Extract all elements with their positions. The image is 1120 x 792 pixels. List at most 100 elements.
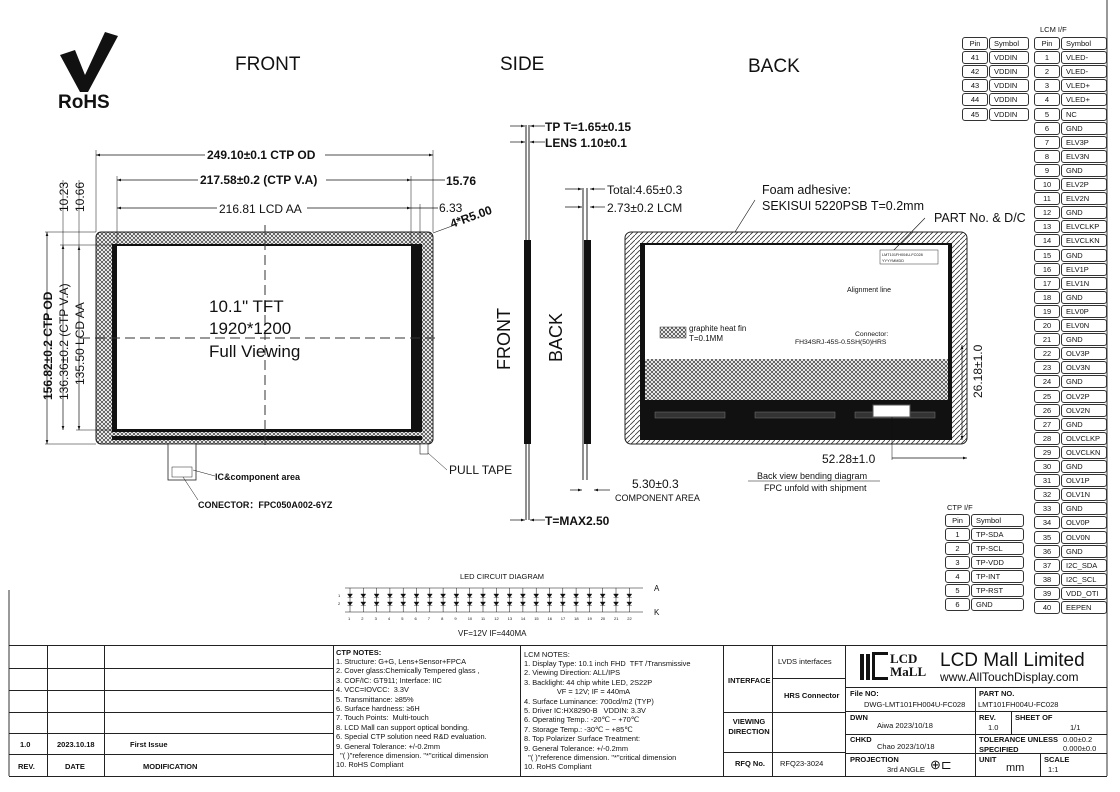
rohs-logo: RoHS bbox=[58, 32, 118, 113]
pin-symbol: ELV3P bbox=[1061, 135, 1107, 149]
led-diode-icon bbox=[546, 593, 553, 598]
pin-number: 12 bbox=[1034, 206, 1060, 220]
svg-text:RoHS: RoHS bbox=[58, 92, 110, 113]
pin-number: 33 bbox=[1034, 502, 1060, 516]
led-diode-icon bbox=[440, 593, 446, 598]
unit-value: mm bbox=[1006, 762, 1025, 774]
led-column-number: 8 bbox=[441, 616, 444, 621]
led-row-label: 2 bbox=[338, 601, 341, 606]
led-column-number: 10 bbox=[468, 616, 473, 621]
led-column-number: 6 bbox=[415, 616, 418, 621]
tolerance-label: TOLERANCE UNLESS bbox=[979, 735, 1059, 744]
interface-label: INTERFACE bbox=[728, 676, 771, 685]
pin-number: 2 bbox=[945, 542, 970, 555]
pin-symbol: VDDIN bbox=[989, 79, 1029, 93]
chkd-label: CHKD bbox=[850, 735, 872, 744]
led-diode-icon bbox=[426, 601, 433, 606]
scale-value: 1:1 bbox=[1048, 765, 1059, 774]
pin-symbol: VDD_OTI bbox=[1061, 586, 1107, 600]
lcm-thickness: 2.73±0.2 LCM bbox=[607, 201, 682, 215]
pin-number: 29 bbox=[1034, 445, 1060, 459]
pin-number: 30 bbox=[1034, 460, 1060, 473]
led-column-number: 22 bbox=[627, 616, 632, 621]
pin-symbol: ELV2N bbox=[1061, 192, 1107, 206]
svg-text:LMT101FH004U-FC028: LMT101FH004U-FC028 bbox=[882, 253, 923, 257]
pin-number: 35 bbox=[1034, 530, 1060, 544]
pin-symbol: TP-VDD bbox=[971, 556, 1024, 569]
pin-symbol: VLED+ bbox=[1061, 79, 1107, 93]
lens-thickness: LENS 1.10±0.1 bbox=[545, 136, 627, 150]
pin-symbol: VDDIN bbox=[989, 51, 1029, 65]
dim-top-10-66: 10.66 bbox=[73, 182, 87, 212]
interface-value-lvds: LVDS interfaces bbox=[778, 657, 832, 666]
pin-number: 1 bbox=[1034, 51, 1060, 65]
date-header: DATE bbox=[65, 762, 85, 771]
led-diode-icon bbox=[400, 601, 407, 606]
pin-symbol: VLED+ bbox=[1061, 93, 1107, 107]
pin-number: 6 bbox=[1034, 121, 1060, 135]
led-diode-icon bbox=[506, 601, 513, 606]
led-diode-icon bbox=[613, 601, 619, 606]
led-diode-icon bbox=[480, 593, 486, 598]
led-diode-icon bbox=[559, 601, 566, 606]
led-diode-icon bbox=[387, 593, 393, 598]
pin-symbol: OLV3P bbox=[1061, 347, 1107, 361]
component-thickness: 5.30±0.3 bbox=[632, 477, 679, 491]
part-no-label: PART NO. bbox=[979, 689, 1015, 698]
pin-number: 6 bbox=[945, 598, 970, 611]
pin-number: 14 bbox=[1034, 234, 1060, 248]
led-column-number: 2 bbox=[361, 616, 364, 621]
pin-number: 3 bbox=[1034, 79, 1060, 93]
pin-symbol: OLVCLKP bbox=[1061, 431, 1107, 445]
led-diode-icon bbox=[506, 593, 513, 598]
pin-symbol: OLV0N bbox=[1061, 530, 1107, 544]
dim-lcd-aa-height: 135.50 LCD AA bbox=[73, 302, 87, 385]
pin-symbol: OLV1N bbox=[1061, 488, 1107, 502]
pin-symbol: VLED- bbox=[1061, 65, 1107, 79]
led-diode-icon bbox=[493, 601, 500, 606]
pin-symbol: EEPEN bbox=[1061, 601, 1107, 614]
led-diode-icon bbox=[533, 601, 540, 606]
led-diode-icon bbox=[586, 601, 593, 606]
company-website[interactable]: www.AllTouchDisplay.com bbox=[940, 670, 1079, 684]
connector-back-part: FH34SRJ-45S-0.5SH(50)HRS bbox=[795, 339, 887, 346]
led-column-number: 12 bbox=[494, 616, 499, 621]
pin-symbol: OLVCLKN bbox=[1061, 445, 1107, 459]
pin-symbol: OLV3N bbox=[1061, 361, 1107, 375]
projection-label: PROJECTION bbox=[850, 755, 899, 764]
front-view: 10.1" TFT 1920*1200 Full Viewing 249.10±… bbox=[41, 146, 512, 510]
pin-symbol: TP-SDA bbox=[971, 528, 1024, 541]
led-diode-icon bbox=[373, 593, 380, 598]
led-column-number: 19 bbox=[587, 616, 592, 621]
graphite-thickness: T=0.1MM bbox=[689, 334, 723, 343]
led-diode-icon bbox=[520, 601, 526, 606]
pin-symbol: VDDIN bbox=[989, 65, 1029, 79]
led-diode-icon bbox=[466, 601, 473, 606]
led-column-number: 18 bbox=[574, 616, 579, 621]
pin-number: 9 bbox=[1034, 163, 1060, 177]
led-circuit-title: LED CIRCUIT DIAGRAM bbox=[460, 572, 544, 581]
file-no: DWG-LMT101FH004U-FC028 bbox=[864, 700, 966, 709]
led-diode-icon bbox=[533, 593, 540, 598]
sheet-value: 1/1 bbox=[1070, 723, 1081, 732]
led-diode-icon bbox=[413, 601, 420, 606]
led-column-number: 11 bbox=[481, 616, 486, 621]
pin-symbol: I2C_SDA bbox=[1061, 558, 1107, 572]
component-area-label: COMPONENT AREA bbox=[615, 493, 700, 503]
pin-header: Pin bbox=[1034, 37, 1060, 50]
pin-symbol: ELV1P bbox=[1061, 262, 1107, 276]
rfq-label: RFQ No. bbox=[735, 759, 765, 768]
pin-number: 32 bbox=[1034, 488, 1060, 502]
led-column-number: 15 bbox=[534, 616, 539, 621]
dim-back-width: 52.28±1.0 bbox=[822, 452, 876, 466]
connector-label: CONECTOR：FPC050A002-6YZ bbox=[198, 500, 333, 510]
symbol-header: Symbol bbox=[989, 37, 1029, 50]
led-column-number: 16 bbox=[548, 616, 553, 621]
side-front-label: FRONT bbox=[494, 308, 514, 370]
chkd-value: Chao 2023/10/18 bbox=[877, 742, 935, 751]
led-column-number: 13 bbox=[508, 616, 513, 621]
foam-spec: SEKISUI 5220PSB T=0.2mm bbox=[762, 199, 924, 213]
side-back-label: BACK bbox=[546, 313, 566, 362]
led-diode-icon bbox=[520, 593, 526, 598]
